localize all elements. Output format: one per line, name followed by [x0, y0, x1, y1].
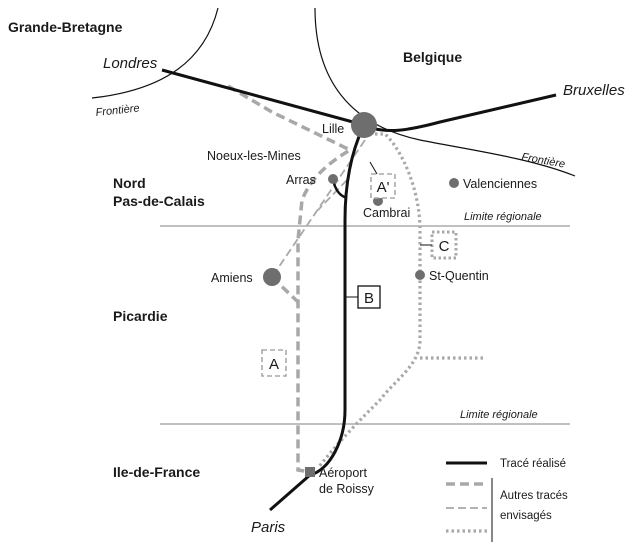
label-roissy-line1: Aéroport — [319, 466, 367, 480]
legend-autres-label-line2: envisagés — [500, 510, 552, 522]
legend: Tracé réalisé Autres tracés envisagés — [446, 458, 568, 542]
st-quentin-marker — [415, 270, 425, 280]
label-st-quentin: St-Quentin — [429, 269, 489, 283]
arras-marker — [328, 174, 338, 184]
route-realise-lille-paris — [269, 124, 366, 512]
amiens-marker — [263, 268, 281, 286]
label-londres: Londres — [103, 55, 158, 72]
label-picardie: Picardie — [113, 308, 168, 324]
route-realise-londres-lille — [161, 68, 365, 127]
route-label-a: A — [269, 356, 279, 373]
route-label-b: B — [364, 290, 374, 307]
route-label-c: C — [439, 238, 450, 255]
label-belgique: Belgique — [403, 49, 462, 65]
label-limite-regionale-north: Limite régionale — [464, 211, 542, 223]
label-arras: Arras — [286, 173, 316, 187]
label-amiens: Amiens — [211, 271, 253, 285]
label-nord: Nord — [113, 175, 146, 191]
label-valenciennes: Valenciennes — [463, 177, 537, 191]
label-roissy-line2: de Roissy — [319, 482, 375, 496]
label-pas-de-calais: Pas-de-Calais — [113, 193, 205, 209]
route-thin-dashed-arras — [317, 179, 348, 211]
label-paris: Paris — [251, 519, 286, 536]
route-label-a-prime-box — [370, 173, 396, 199]
route-realise-lille-bruxelles — [363, 93, 557, 132]
lille-marker — [351, 112, 377, 138]
label-cambrai: Cambrai — [363, 206, 410, 220]
legend-autres-label-line1: Autres tracés — [500, 490, 568, 502]
label-noeux-les-mines: Noeux-les-Mines — [207, 149, 301, 163]
label-frontiere-left: Frontière — [95, 102, 140, 119]
be-border-arc — [314, 7, 576, 177]
route-label-a-prime: A' — [377, 179, 390, 196]
route-label-a-box — [261, 349, 287, 377]
label-lille: Lille — [322, 122, 344, 136]
valenciennes-marker — [449, 178, 459, 188]
roissy-marker — [305, 467, 315, 477]
route-c-dotted — [316, 132, 422, 469]
label-bruxelles: Bruxelles — [563, 82, 625, 99]
gb-border-arc — [91, 7, 219, 99]
label-frontiere-right: Frontière — [520, 151, 565, 170]
legend-realise-label: Tracé réalisé — [500, 458, 566, 470]
label-ile-de-france: Ile-de-France — [113, 464, 200, 480]
label-grande-bretagne: Grande-Bretagne — [8, 19, 123, 35]
label-limite-regionale-south: Limite régionale — [460, 409, 538, 421]
route-label-a-prime-leader — [369, 161, 378, 175]
